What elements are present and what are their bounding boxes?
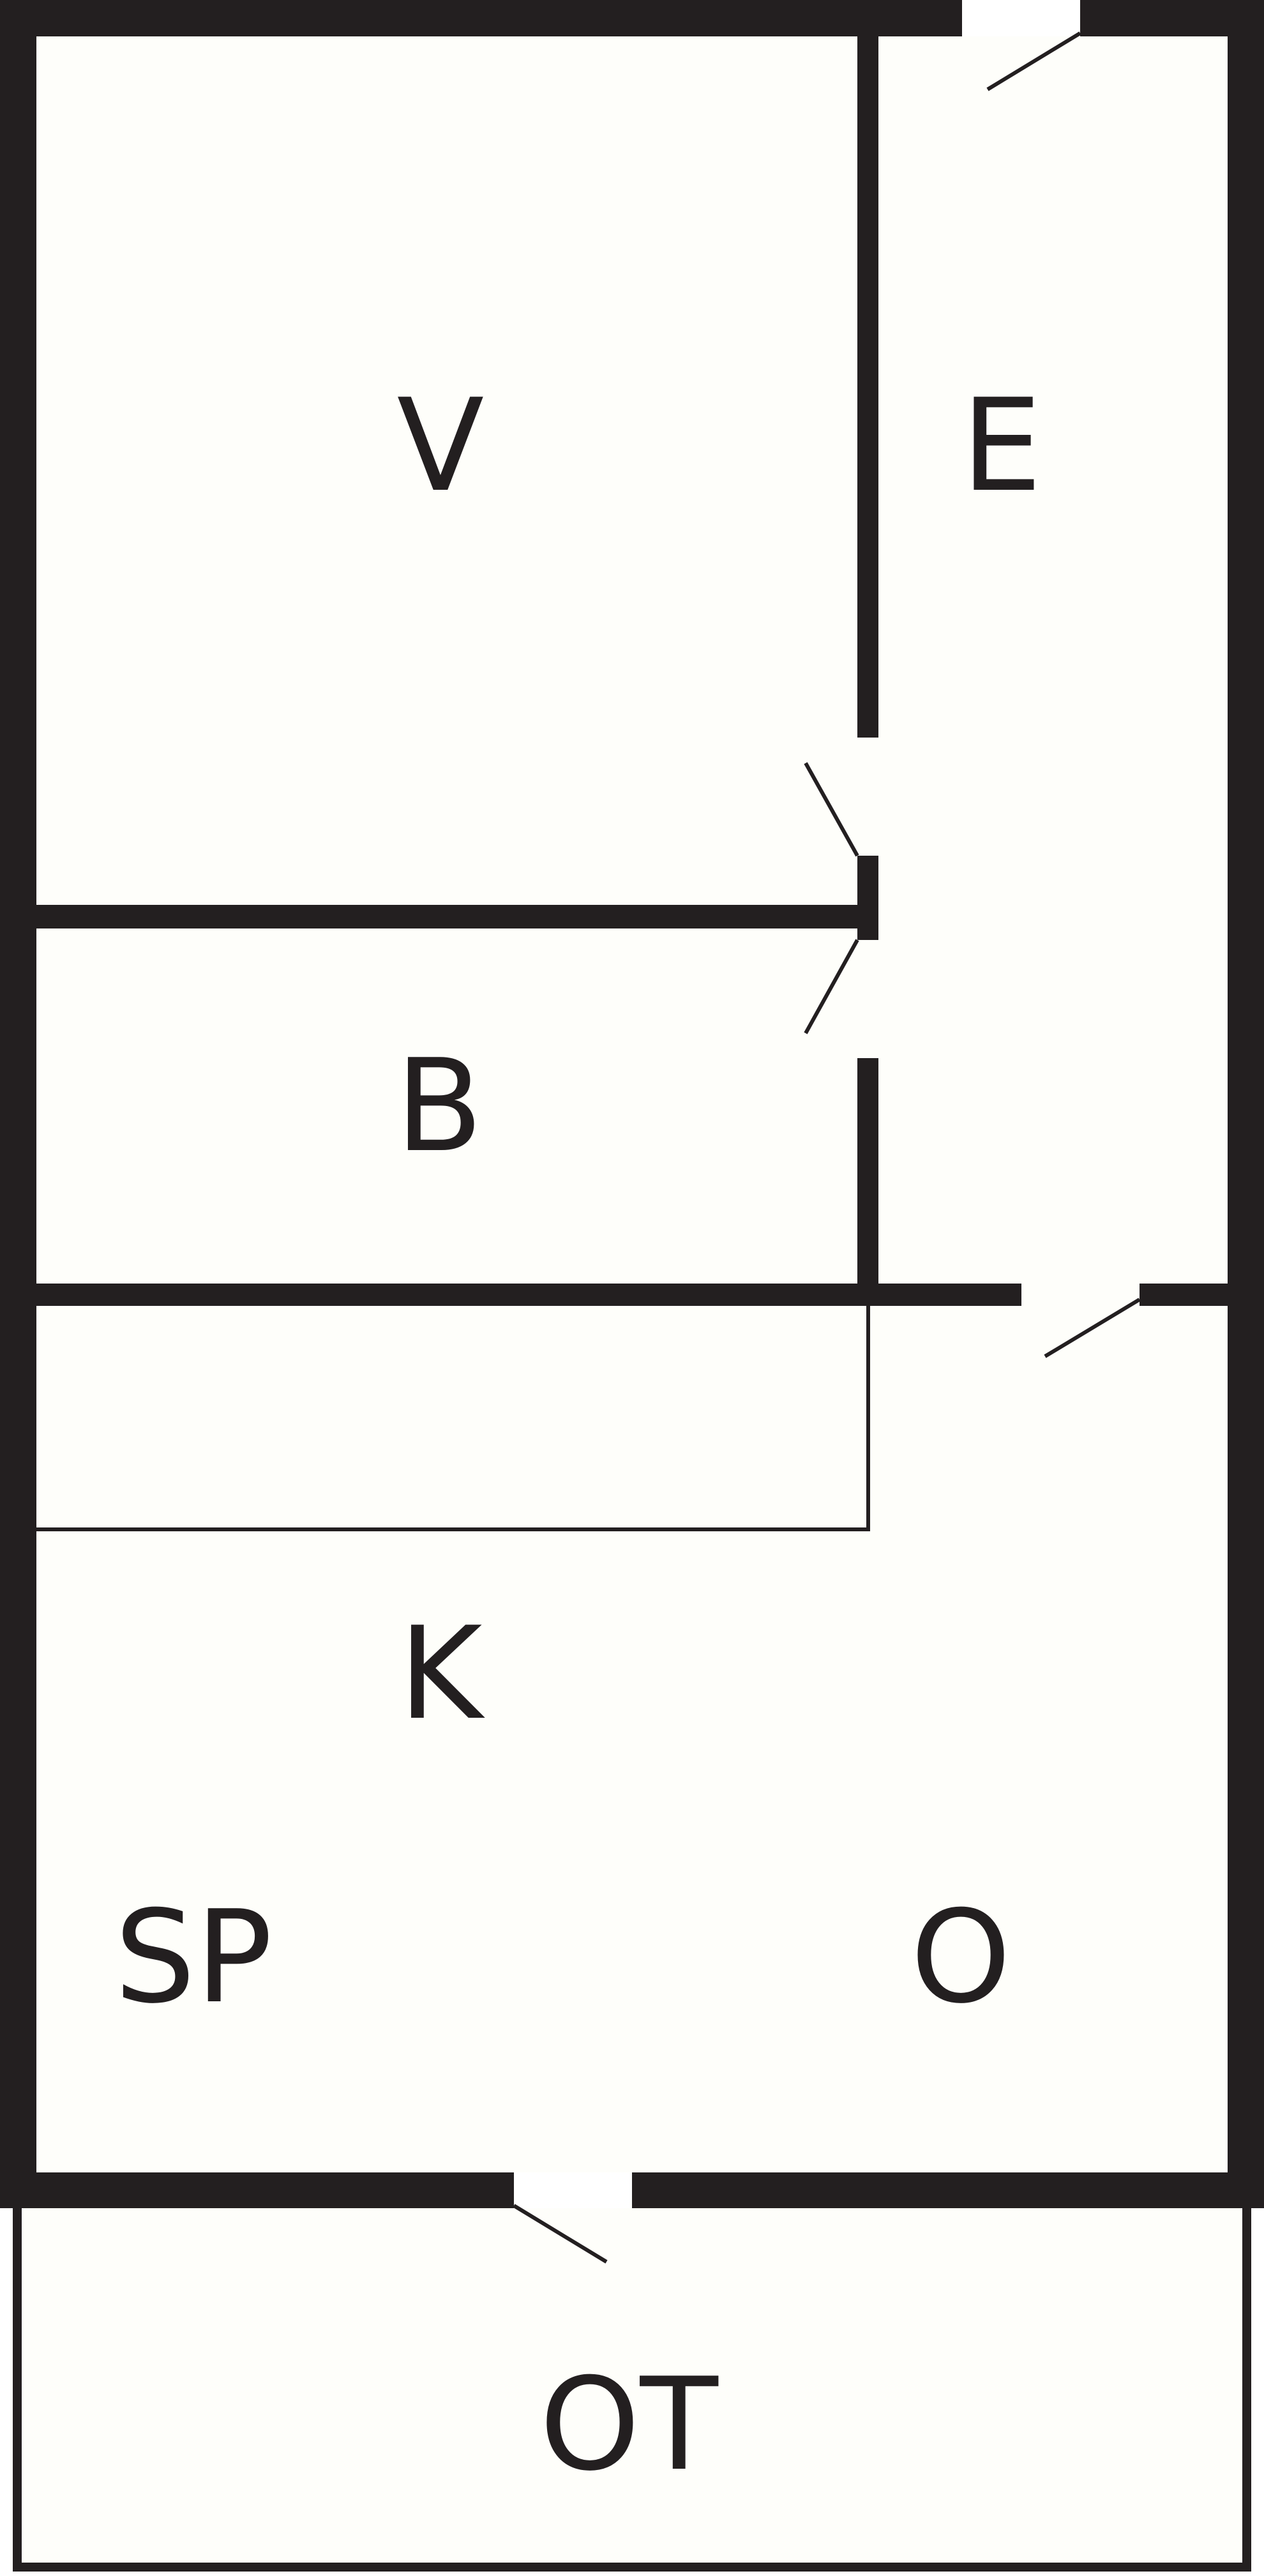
right-wall bbox=[1228, 0, 1264, 2208]
wall-v-b bbox=[36, 905, 857, 928]
exterior-walls bbox=[0, 0, 1264, 2208]
wall-e-living bbox=[1140, 1284, 1228, 1306]
b-door-swing bbox=[804, 939, 859, 1034]
door-swings bbox=[513, 31, 1141, 2264]
terrace-door-swing bbox=[513, 2204, 608, 2264]
bottom-wall-left bbox=[0, 2172, 514, 2208]
partition-v-e-middle bbox=[857, 856, 878, 940]
partition-b-e-bottom bbox=[857, 1058, 878, 1284]
entrance-door-swing bbox=[986, 31, 1081, 91]
left-wall bbox=[0, 0, 36, 2208]
terrace-floor bbox=[23, 2208, 1241, 2563]
terrace-outline bbox=[13, 2208, 1251, 2572]
room-label-v: V bbox=[397, 372, 485, 520]
bottom-wall-right bbox=[632, 2172, 1264, 2208]
kitchen-counter bbox=[36, 1306, 870, 1531]
wall-b-kitchen bbox=[36, 1284, 1021, 1306]
room-label-ot: OT bbox=[539, 2351, 718, 2499]
interior-floor bbox=[36, 36, 1228, 2172]
room-label-b: B bbox=[395, 1032, 483, 1181]
v-door-swing bbox=[804, 762, 859, 857]
room-label-o: O bbox=[910, 1883, 1011, 2032]
top-wall-left bbox=[0, 0, 962, 36]
room-label-e: E bbox=[961, 372, 1042, 520]
room-label-sp: SP bbox=[114, 1883, 273, 2032]
interior-walls bbox=[36, 36, 1228, 1306]
room-labels: V E B K SP O OT bbox=[114, 372, 1042, 2499]
room-label-k: K bbox=[398, 1600, 485, 1748]
living-door-swing bbox=[1044, 1298, 1141, 1358]
partition-v-e-top bbox=[857, 36, 878, 738]
